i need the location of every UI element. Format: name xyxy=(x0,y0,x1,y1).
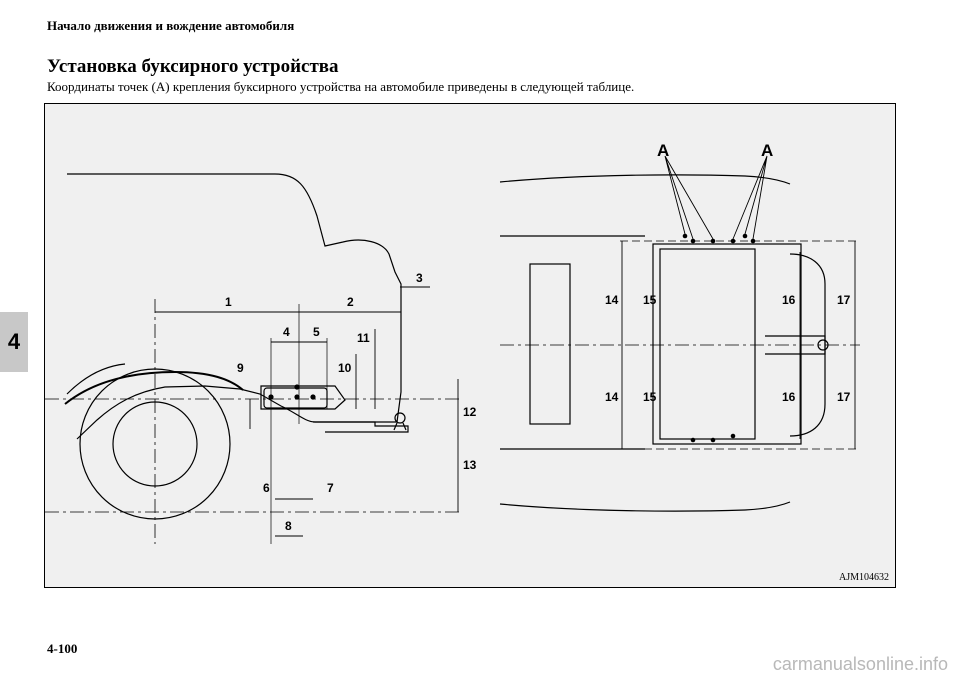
extension-lines xyxy=(270,338,328,544)
dimension-14-17 xyxy=(621,241,856,449)
leader-lines-A-right xyxy=(732,155,768,240)
bumper xyxy=(260,385,346,410)
mount-point-A xyxy=(690,238,696,244)
mount-point xyxy=(710,437,716,443)
dimension-9-10-11 xyxy=(249,329,376,429)
leader-lines-A-left xyxy=(664,155,714,240)
page-number: 4-100 xyxy=(47,641,78,656)
vehicle-body-outline xyxy=(67,173,402,440)
chapter-tab: 4 xyxy=(0,312,28,372)
reference-lines xyxy=(620,240,860,450)
mount-point-A xyxy=(750,238,756,244)
label-14-bottom: 14 xyxy=(605,390,619,404)
side-view: 1 2 3 4 5 6 7 8 9 10 11 12 13 xyxy=(45,173,477,544)
label-12: 12 xyxy=(463,405,477,419)
label-6: 6 xyxy=(263,481,270,495)
label-1: 1 xyxy=(225,295,232,309)
chapter-number: 4 xyxy=(7,329,21,354)
section-header: Начало движения и вождение автомобиля xyxy=(47,18,295,33)
figure-svg: 1 2 3 4 5 6 7 8 9 10 11 12 13 xyxy=(45,141,860,544)
label-A-left: A xyxy=(657,141,669,160)
mount-point-A xyxy=(730,238,736,244)
watermark: carmanualsonline.info xyxy=(772,654,948,674)
label-4: 4 xyxy=(283,325,290,339)
label-8: 8 xyxy=(285,519,292,533)
label-9: 9 xyxy=(237,361,244,375)
bumper-outer xyxy=(652,243,802,445)
tow-arm xyxy=(313,421,409,433)
tow-ball-neck xyxy=(393,422,407,431)
label-17-top: 17 xyxy=(837,293,851,307)
fender-line xyxy=(66,363,126,395)
label-16-bottom: 16 xyxy=(782,390,796,404)
label-5: 5 xyxy=(313,325,320,339)
bumper-frame xyxy=(659,248,756,440)
label-10: 10 xyxy=(338,361,352,375)
frame-rails xyxy=(500,235,645,450)
label-7: 7 xyxy=(327,481,334,495)
page-title: Установка буксирного устройства xyxy=(47,56,339,77)
mount-point xyxy=(690,437,696,443)
label-A-right: A xyxy=(761,141,773,160)
label-16-top: 16 xyxy=(782,293,796,307)
label-2: 2 xyxy=(347,295,354,309)
mount-point-A xyxy=(710,238,716,244)
tow-hitch-figure: 1 2 3 4 5 6 7 8 9 10 11 12 13 xyxy=(44,103,896,588)
label-15-top: 15 xyxy=(643,293,657,307)
figure-code: AJM104632 xyxy=(838,572,889,583)
bottom-view: A A 14 15 16 17 14 15 16 17 xyxy=(499,141,860,512)
body-outline-bottom xyxy=(499,501,791,512)
label-15-bottom: 15 xyxy=(643,390,657,404)
mount-point xyxy=(294,384,300,390)
label-14-top: 14 xyxy=(605,293,619,307)
label-13: 13 xyxy=(463,458,477,472)
body-outline-top xyxy=(499,174,791,185)
label-3: 3 xyxy=(416,271,423,285)
label-11: 11 xyxy=(357,331,370,345)
label-17-bottom: 17 xyxy=(837,390,851,404)
page-subtitle: Координаты точек (A) крепления буксирног… xyxy=(47,79,635,94)
mount-point xyxy=(310,394,316,400)
fuel-tank-outline xyxy=(529,263,571,425)
mount-point-A xyxy=(682,233,688,239)
tow-ball xyxy=(394,412,406,424)
mount-point-A xyxy=(742,233,748,239)
mount-point xyxy=(730,433,736,439)
mount-point xyxy=(294,394,300,400)
